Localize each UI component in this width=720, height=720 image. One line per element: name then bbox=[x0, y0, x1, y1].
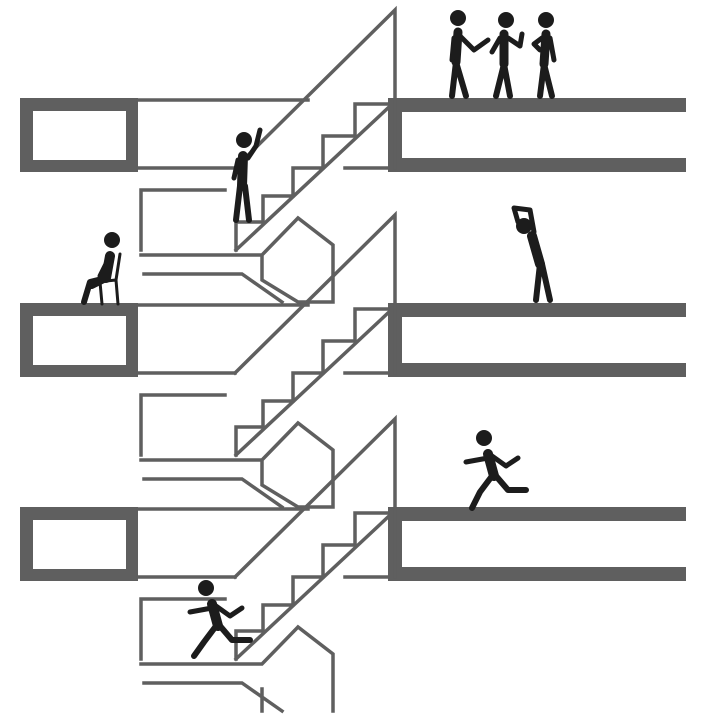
right-slab-3 bbox=[388, 507, 686, 581]
running-figure-floor bbox=[463, 430, 529, 511]
landing-2-outline bbox=[136, 303, 310, 375]
stair-3-upper-flight bbox=[232, 414, 397, 580]
stair-1-steps bbox=[233, 102, 391, 253]
floor-2 bbox=[20, 210, 686, 510]
climbing-figure bbox=[231, 127, 263, 223]
floor-3 bbox=[20, 414, 686, 714]
stretching-figure bbox=[511, 205, 553, 303]
person-talking-left bbox=[449, 10, 491, 99]
stair-3-lower-flight bbox=[139, 597, 335, 714]
stair-3-steps bbox=[233, 511, 391, 662]
stair-1-upper-flight bbox=[232, 5, 397, 171]
right-slab-1 bbox=[388, 98, 686, 172]
person-talking-middle bbox=[489, 12, 525, 99]
stair-1-lower-flight bbox=[139, 188, 335, 305]
stair-2-upper-flight bbox=[232, 210, 397, 376]
right-slab-2 bbox=[388, 303, 686, 377]
running-figure-stairs bbox=[187, 580, 253, 659]
landing-1-outline bbox=[136, 98, 310, 170]
sitting-figure bbox=[81, 232, 122, 306]
left-slab-3 bbox=[20, 507, 138, 581]
stair-2-lower-flight bbox=[139, 393, 335, 510]
left-slab-1 bbox=[20, 98, 138, 172]
floor-1 bbox=[20, 5, 686, 305]
group-of-three-figures bbox=[449, 10, 557, 99]
left-slab-2 bbox=[20, 303, 138, 377]
stair-2-steps bbox=[233, 307, 391, 458]
landing-3-outline bbox=[136, 507, 310, 579]
person-talking-right bbox=[531, 12, 557, 99]
